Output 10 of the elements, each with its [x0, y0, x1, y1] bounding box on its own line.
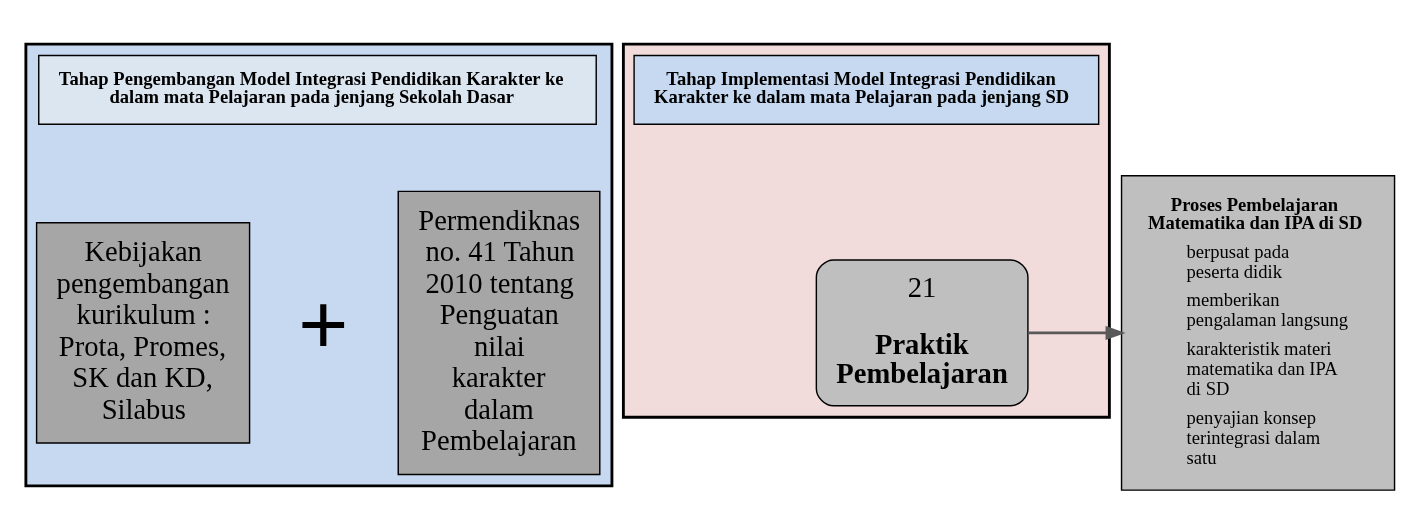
node-box: Permendiknas no. 41 Tahun 2010 tentang Penguatan nilai karakter dalam Pembelajaran — [397, 190, 601, 475]
node-box: Proses Pembelajaran Matematika dan IPA di SD berpusat pada peserta didik memberikan pengalaman langsung karakteristik materi matematika dan IPA di SD penyajian konsep terintegrasi dalam satu — [1120, 174, 1396, 491]
node-box: Kebijakan pengembangan kurikulum : Prota, Promes, SK dan KD, Silabus — [35, 221, 251, 444]
node-box: Tahap Implementasi Model Integrasi Pendidikan Karakter ke dalam mata Pelajaran pada jenjang SD — [633, 54, 1100, 125]
cluster — [621, 42, 1111, 419]
arrow — [1028, 325, 1126, 340]
cluster — [24, 42, 614, 487]
label: + — [298, 275, 349, 372]
node-box: Tahap Pengembangan Model Integrasi Pendidikan Karakter ke dalam mata Pelajaran pada jenjang Sekolah Dasar — [38, 54, 597, 125]
node-box: 21 Praktik Pembelajaran — [815, 258, 1029, 406]
